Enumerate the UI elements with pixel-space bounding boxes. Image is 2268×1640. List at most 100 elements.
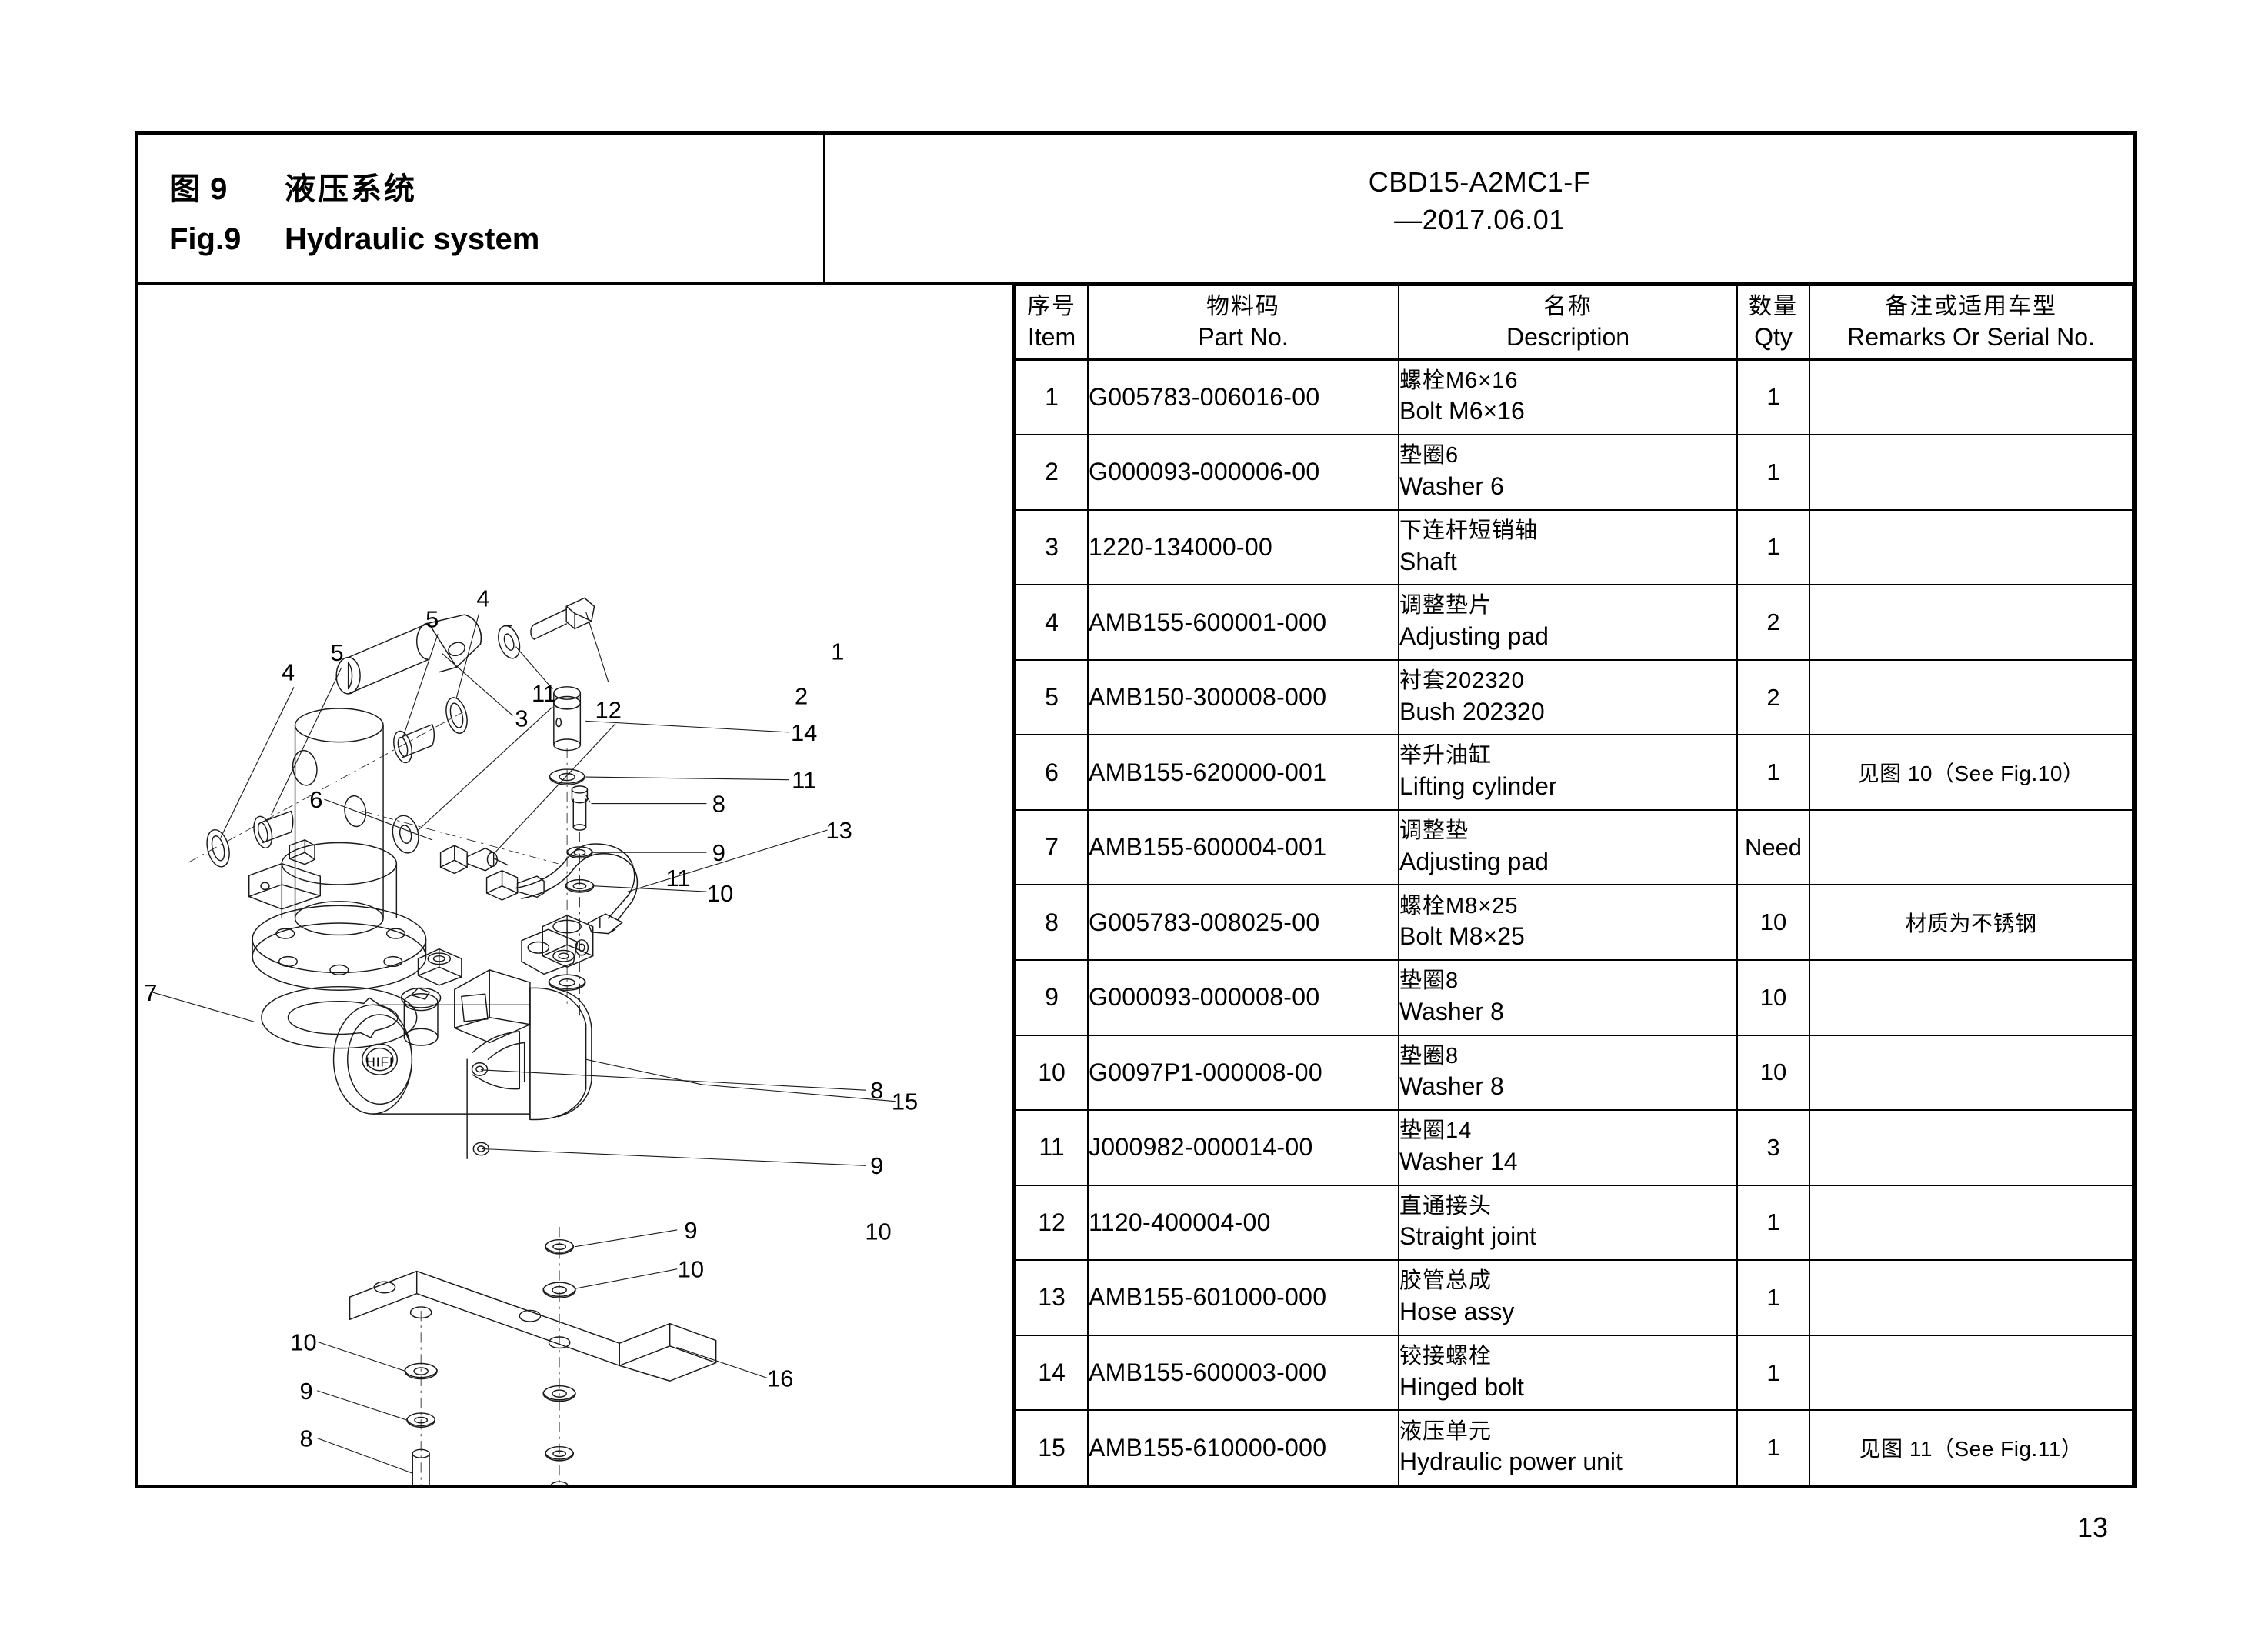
part-number: 1220-134000-00 [1087, 508, 1399, 586]
part-item-number: 1 [1015, 358, 1089, 436]
part-item-number: 5 [1015, 658, 1089, 736]
figure-title-en: Hydraulic system [285, 222, 540, 256]
part-quantity: 1 [1736, 1409, 1810, 1486]
part-quantity: 1 [1736, 434, 1810, 511]
part-remarks [1809, 1334, 2133, 1412]
part-description-cn: 调整垫片 [1399, 593, 1493, 618]
part-item-number: 15 [1015, 1409, 1089, 1486]
part-number: AMB155-620000-001 [1087, 734, 1399, 811]
part-item-number: 6 [1015, 734, 1089, 811]
part-description-cn: 胶管总成 [1399, 1268, 1493, 1294]
callout-14: 14 [791, 719, 817, 746]
part-description-en: Adjusting pad [1399, 847, 1549, 875]
column-header-en: Part No. [1198, 322, 1289, 351]
callout-11-upper: 11 [532, 680, 556, 707]
figure-title-chinese-row: 图 9 液压系统 [169, 164, 823, 208]
part-description-en: Shaft [1399, 547, 1457, 575]
part-description-en: Washer 8 [1399, 997, 1504, 1025]
part-description-en: Hydraulic power unit [1399, 1448, 1623, 1476]
part-number: AMB155-601000-000 [1087, 1259, 1399, 1336]
part-washer-2 [498, 625, 521, 659]
callout-10-mid: 10 [707, 880, 733, 907]
callout-9-mid: 9 [712, 839, 725, 866]
part-description-cn: 衬套202320 [1399, 668, 1525, 693]
page-frame: 图 9 液压系统 Fig.9 Hydraulic system CBD15-A2… [135, 131, 2137, 1488]
column-header-en: Qty [1754, 322, 1793, 351]
drawing-svg: 1 2 3 4 5 5 4 11 12 14 11 6 8 9 11 10 13 [144, 585, 918, 1485]
part-item-number: 14 [1015, 1334, 1089, 1412]
callout-leaders [220, 612, 896, 1474]
callout-8-unit: 8 [870, 1077, 883, 1104]
column-header-cn: 序号 [1027, 294, 1076, 319]
part-number: G005783-008025-00 [1087, 884, 1399, 961]
column-header-en: Remarks Or Serial No. [1847, 322, 2095, 351]
part-remarks [1809, 808, 2133, 886]
callout-8-mid: 8 [712, 790, 725, 817]
callout-10-bottom: 10 [290, 1328, 316, 1355]
part-item-number: 12 [1015, 1184, 1089, 1262]
callout-10-bottom-right: 10 [678, 1256, 704, 1283]
part-item-number: 11 [1015, 1109, 1089, 1186]
part-description: 液压单元 Hydraulic power unit [1398, 1409, 1738, 1486]
callout-1-top: 1 [831, 638, 844, 665]
part-base-plate-16 [349, 1270, 717, 1382]
part-number: G000093-000006-00 [1087, 434, 1399, 511]
part-description-en: Bolt M8×25 [1399, 922, 1525, 951]
callout-5-lower: 5 [331, 639, 344, 666]
part-quantity: 10 [1736, 959, 1810, 1036]
part-number: AMB155-600004-001 [1087, 808, 1399, 886]
part-description-en: Bush 202320 [1399, 697, 1545, 725]
part-remarks [1809, 658, 2133, 736]
part-bolt-1 [530, 597, 595, 640]
part-number: AMB155-610000-000 [1087, 1409, 1399, 1486]
callout-5-upper: 5 [425, 606, 439, 633]
callout-15: 15 [892, 1088, 918, 1115]
part-item-number: 13 [1015, 1259, 1089, 1336]
part-shim-4-right [445, 697, 468, 734]
part-remarks [1809, 1184, 2133, 1262]
figure-title-cn: 液压系统 [285, 172, 417, 206]
part-remarks [1809, 584, 2133, 661]
part-mast-bracket [248, 863, 322, 910]
part-description-cn: 液压单元 [1399, 1418, 1493, 1444]
part-description-cn: 直通接头 [1399, 1193, 1493, 1218]
column-header-cn: 名称 [1543, 294, 1593, 319]
part-quantity: 2 [1736, 584, 1810, 661]
part-adjusting-pad-7 [261, 985, 418, 1049]
figure-label-en: Fig.9 [169, 222, 242, 256]
part-number: J000982-000014-00 [1087, 1109, 1399, 1186]
callout-3: 3 [515, 705, 528, 732]
part-quantity: 1 [1736, 1259, 1810, 1336]
part-quantity: 10 [1736, 884, 1810, 961]
part-item-number: 4 [1015, 584, 1089, 661]
callout-9-bottom: 9 [300, 1378, 313, 1405]
part-description-cn: 螺栓M6×16 [1399, 368, 1519, 393]
part-quantity: 3 [1736, 1109, 1810, 1186]
page-number: 13 [2077, 1512, 2109, 1543]
model-date: —2017.06.01 [1394, 204, 1565, 235]
part-joint-block-lower [485, 870, 545, 901]
motor-brand-label: HIFI [365, 1054, 393, 1069]
figure-title-english-row: Fig.9 Hydraulic system [169, 222, 823, 257]
